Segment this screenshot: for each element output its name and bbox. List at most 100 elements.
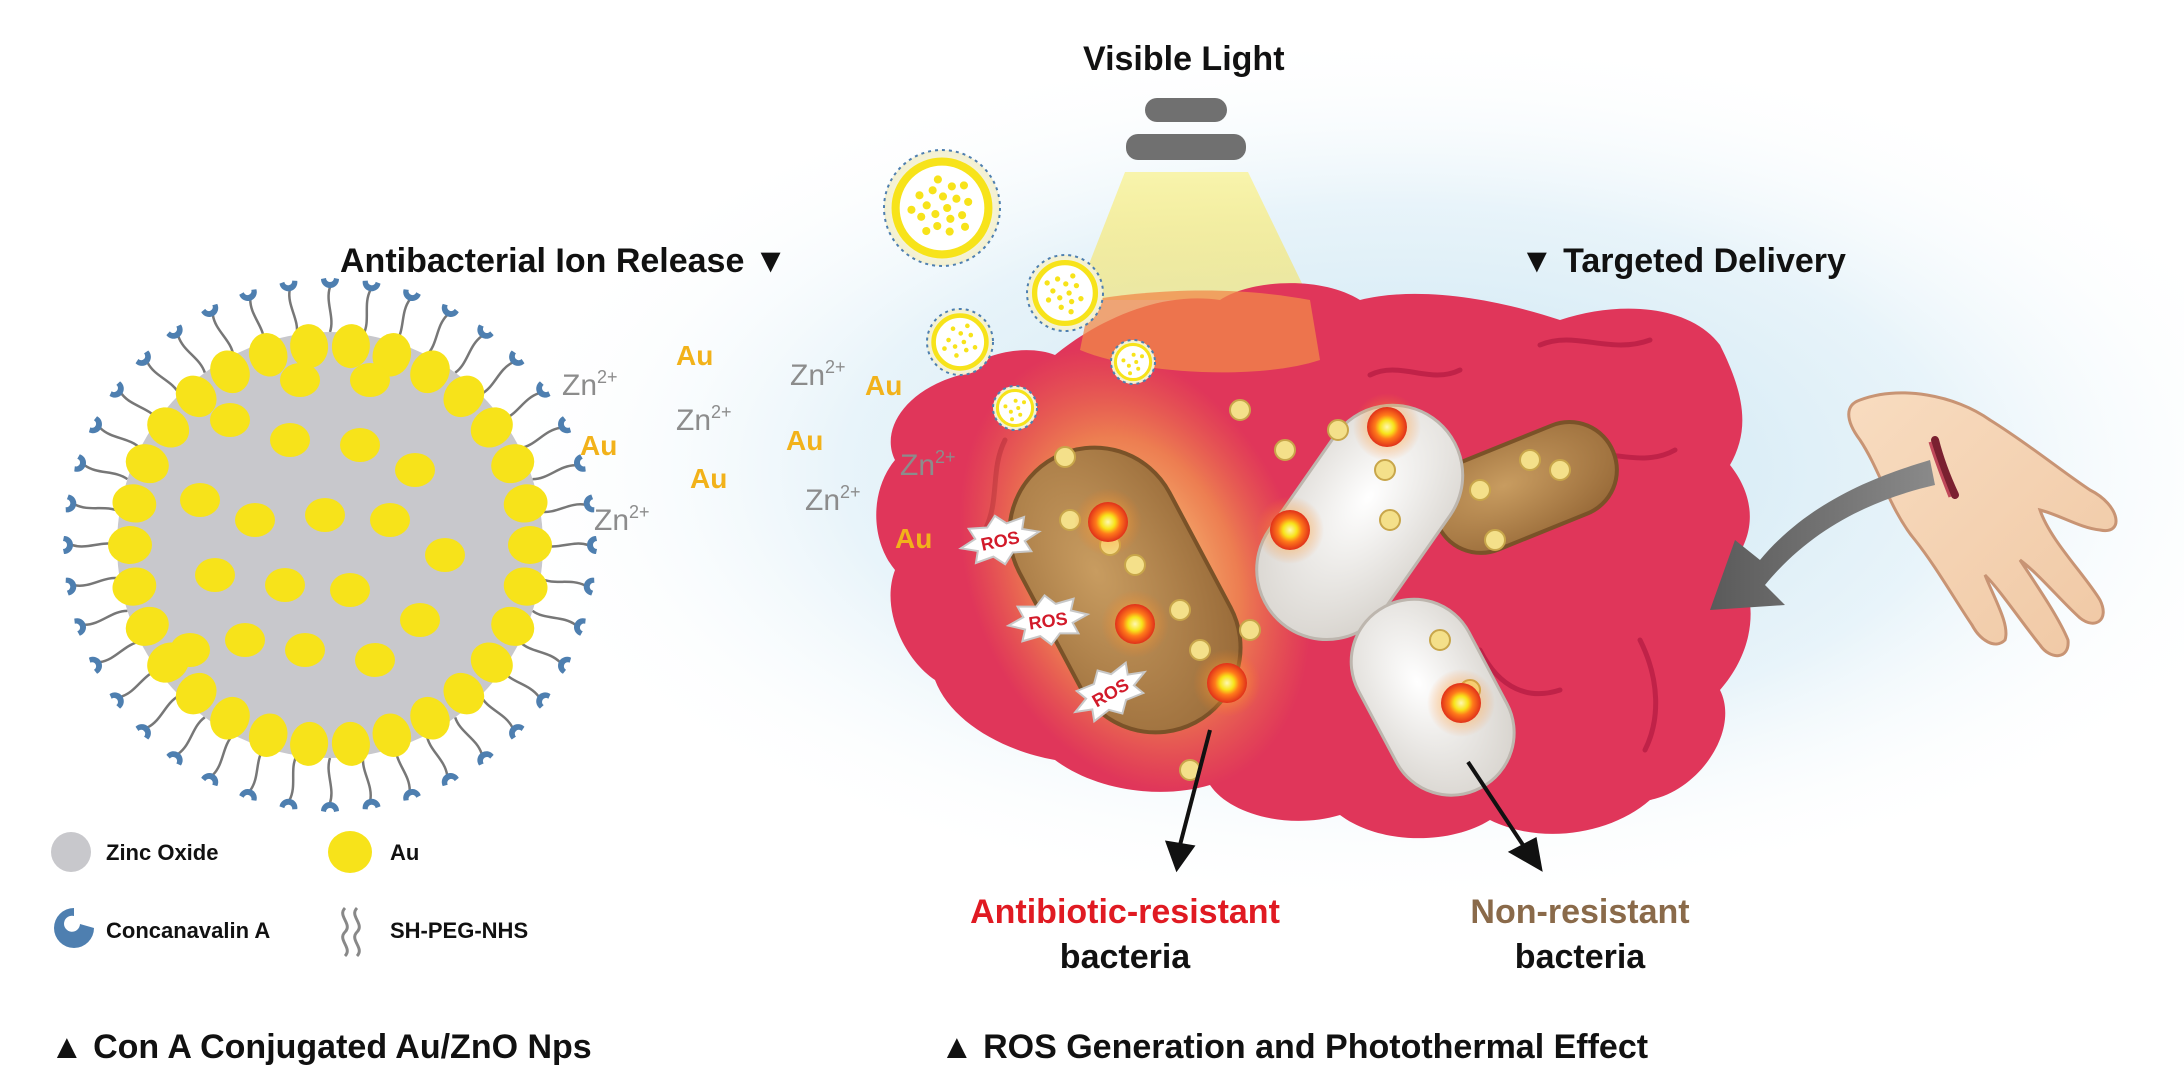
gold-dot xyxy=(330,573,370,607)
lamp-bottom xyxy=(1126,134,1246,160)
con-a-head xyxy=(109,381,124,398)
bottom-right-caption: ▲ ROS Generation and Photothermal Effect xyxy=(940,1028,1649,1066)
peg-chain xyxy=(425,314,449,357)
peg-chain xyxy=(177,716,206,755)
hotspot xyxy=(1367,407,1407,447)
au-ion: Au xyxy=(676,340,713,371)
bead xyxy=(1549,459,1571,481)
bead xyxy=(1429,629,1451,651)
con-a-head xyxy=(65,494,77,513)
gold-dot xyxy=(112,484,157,523)
con-a-head xyxy=(441,773,459,787)
legend xyxy=(51,831,372,958)
gold-dot xyxy=(370,503,410,537)
gold-inner-dots xyxy=(170,363,465,677)
gold-dot xyxy=(147,407,190,448)
con-a-head xyxy=(239,289,257,302)
gold-dot xyxy=(355,643,395,677)
gold-dot xyxy=(210,350,250,394)
con-a-head xyxy=(321,802,339,812)
hotspot xyxy=(1207,663,1247,703)
resistant-label: Antibiotic-resistant xyxy=(970,893,1280,931)
legend-peg-swatch xyxy=(341,906,361,958)
au-ion: Au xyxy=(786,425,823,456)
gold-dot xyxy=(410,696,450,740)
gold-dot xyxy=(112,567,157,606)
con-a-head xyxy=(362,280,381,292)
peg-chain xyxy=(362,289,372,336)
gold-dot xyxy=(470,407,513,448)
gold-shell xyxy=(108,324,552,766)
zn-ion: Zn2+ xyxy=(562,367,618,402)
gold-dot xyxy=(470,642,513,683)
con-a-head xyxy=(441,303,459,317)
con-a-head xyxy=(362,798,381,810)
peg-chain xyxy=(288,289,299,335)
gold-dot xyxy=(305,498,345,532)
con-a-head xyxy=(403,289,421,302)
gold-dot xyxy=(175,672,217,715)
targeted-delivery-label: ▼ Targeted Delivery xyxy=(1520,242,1846,280)
bead xyxy=(1054,446,1076,468)
peg-chain xyxy=(99,426,142,450)
peg-chain xyxy=(211,314,235,356)
ros-burst: ROS xyxy=(1005,594,1091,646)
bead xyxy=(1484,529,1506,551)
con-a-head xyxy=(63,536,73,554)
hotspot xyxy=(1115,604,1155,644)
gold-dot xyxy=(248,713,288,757)
zn-ion: Zn2+ xyxy=(594,502,650,537)
con-a-head xyxy=(558,656,572,674)
con-a-head xyxy=(166,324,183,339)
gold-dot xyxy=(290,324,329,369)
con-a-head xyxy=(135,350,151,366)
con-a-head xyxy=(279,798,298,810)
peg-chain xyxy=(532,464,576,481)
gold-dot xyxy=(235,503,275,537)
gold-dot xyxy=(372,713,412,757)
peg-chain xyxy=(518,640,561,664)
gold-dot xyxy=(331,721,370,766)
ion-release-label: Antibacterial Ion Release ▼ xyxy=(340,242,788,280)
con-a-head xyxy=(477,324,494,339)
lamp-top xyxy=(1145,98,1227,122)
gold-dot xyxy=(280,363,320,397)
hotspot xyxy=(1441,683,1481,723)
zinc-oxide-core xyxy=(117,332,543,758)
con-a-head xyxy=(88,656,102,674)
con-a-head xyxy=(109,692,124,709)
gold-dot xyxy=(180,483,220,517)
free-nanoparticle xyxy=(1026,254,1104,332)
bead xyxy=(1327,419,1349,441)
gold-dot xyxy=(491,606,535,646)
peg-chain xyxy=(83,464,129,481)
con-a-head xyxy=(536,381,551,398)
con-a-head xyxy=(74,454,87,472)
gold-dot xyxy=(395,453,435,487)
gold-dot xyxy=(125,606,169,646)
gold-dot xyxy=(225,623,265,657)
free-nanoparticles xyxy=(883,149,1156,431)
bead xyxy=(1374,459,1396,481)
con-a-head xyxy=(74,618,87,636)
con-a-head xyxy=(166,751,183,766)
bottom-left-caption: ▲ Con A Conjugated Au/ZnO Nps xyxy=(50,1028,592,1066)
peg-chain xyxy=(479,694,514,729)
bead xyxy=(1469,479,1491,501)
gold-dot xyxy=(210,403,250,437)
au-ion: Au xyxy=(865,370,902,401)
bead xyxy=(1169,599,1191,621)
nanoparticle xyxy=(63,278,597,812)
hand-wound xyxy=(1847,391,2118,658)
free-nanoparticle xyxy=(926,308,994,376)
peg-chain xyxy=(84,609,128,626)
con-a-head xyxy=(536,692,551,709)
nonresistant-bacterium-top xyxy=(1255,403,1465,642)
con-a-head xyxy=(573,618,586,636)
au-ion: Au xyxy=(580,430,617,461)
bead xyxy=(1239,619,1261,641)
gold-dot xyxy=(372,333,412,377)
peg-chain xyxy=(146,361,181,396)
